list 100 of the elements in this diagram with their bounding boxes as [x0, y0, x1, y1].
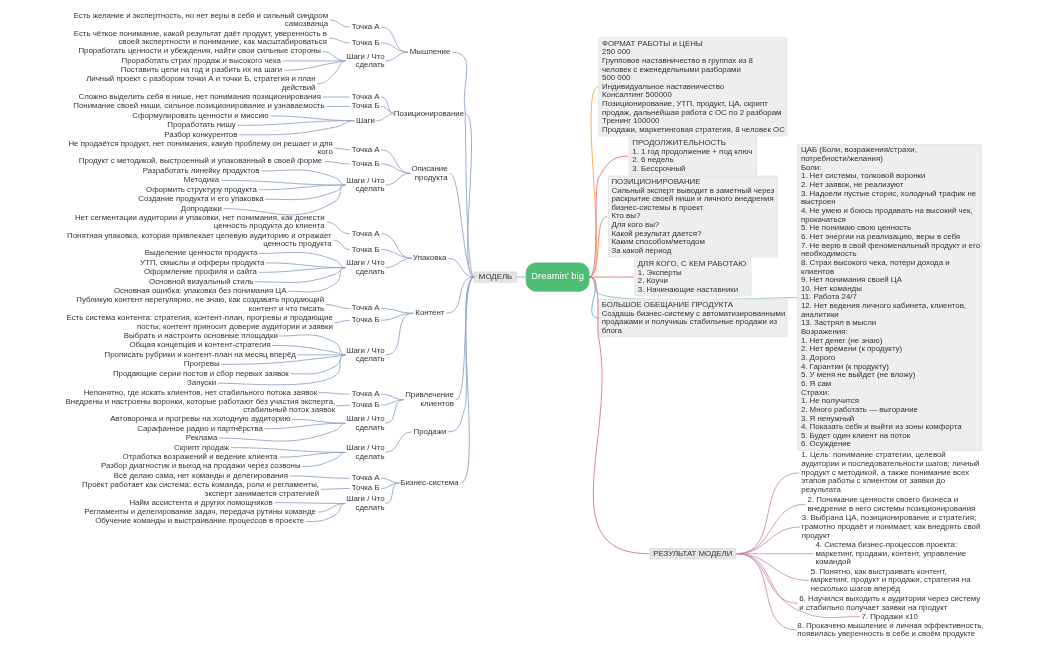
node-text: Прогревы — [183, 359, 220, 369]
node-text: Продажи — [413, 426, 447, 436]
connector — [380, 106, 396, 114]
node-text: Шаги — [356, 115, 375, 125]
connector — [380, 233, 413, 259]
node-text: Не продаётся продукт, нет понимания, какую проблему он решает и для кого — [68, 138, 333, 157]
node-text: Шаги / Что сделать — [346, 442, 385, 461]
node-text: Точка А — [351, 389, 380, 399]
node-text: Понимание своей ниши, сильное позиционирование и узнаваемость — [73, 101, 325, 111]
connector — [588, 276, 650, 555]
connector — [258, 251, 346, 269]
connector — [278, 334, 346, 356]
node-text: Точка Б — [351, 101, 380, 111]
node-text: Обучение команды и выстраивание процессов в проекте — [95, 516, 305, 526]
connector — [326, 106, 351, 107]
connector — [380, 308, 414, 314]
node-text: Выделение ценности продукта — [144, 248, 258, 258]
node-text: Всё делаю сама, нет команды и делегирования — [113, 470, 289, 480]
node-text: Продающие серии постов и сбор первых заявок — [112, 368, 289, 378]
connector — [445, 276, 475, 314]
node-text: Проработать ценности и убеждения, найти свои сильные стороны — [78, 46, 322, 56]
connector — [385, 172, 411, 186]
node-text: 7. Продажи х10 — [861, 611, 918, 621]
connector — [323, 161, 351, 165]
connector — [380, 477, 400, 484]
connector — [238, 120, 355, 136]
connector — [258, 267, 346, 273]
connector — [380, 26, 409, 53]
connector — [305, 503, 346, 522]
node-text: Оформление профиля и сайта — [143, 267, 257, 277]
node-text: Есть желание и экспертность, но нет веры в себя и сильный синдром самозванца — [73, 10, 329, 29]
node-box: ЦАБ (Боли, возражения/страхи, потребности/желания) Боли: 1. Нет системы, толковой воронки 2. Нет заявок, не реализуют 3. Надоели пустые сторис, холодный трафик не выстроен 4. Не умею и боюсь продавать на высокий чек, прокачаться 5. Не понимаю свою ценность 6. Нет энергии на реализацию, веры в себя 7. Не верю в свой феноменальный продукт и его необходимость 8. Страх высокого чека, потери дохода и клиентов 9. Нет понимания своей ЦА 10. Нет команды 11. Работа 24/7 12. Нет ведения личного кабинета, клиентов, аналитики 13. Застрял в мысли Возражения: 1. Нет денег (не знаю) 2. Нет времени (к продукту) 3. Дорого 4. Гарантии (к продукту) 5. У меня не выйдет (не вложу) 6. Я сам Страхи: 1. Не получится 2. Много работать — выгорание 3. Я ненужный 4. Показать себя и выйти из зоны комфорта 5. Будет один клиент на поток 6. Осуждение — [797, 144, 983, 451]
node-text: Позиционирование — [393, 108, 465, 118]
node-text: 2. Понимание ценности своего бизнеса и внедрение в него системы позиционирования — [807, 494, 976, 513]
connector — [254, 267, 346, 283]
node-text: Внедрены и настроены воронки, которые работают без участия эксперта, стабильный поток заявок — [65, 396, 336, 415]
node-text: Шаги / Что сделать — [346, 413, 385, 432]
node-text: Есть чёткое понимание, какой результат даёт продукт, уверенность в своей экспертности и понимание, как масштабироваться — [73, 28, 327, 47]
node-box: ДЛЯ КОГО, С КЕМ РАБОТАЮ 1. Эксперты 2. Коучи 3. Начинающие наставники — [634, 257, 752, 297]
connector — [289, 475, 351, 479]
node-text: Точка Б — [351, 158, 380, 168]
connector — [447, 257, 475, 278]
connector — [322, 96, 351, 98]
connector — [380, 149, 411, 174]
node-text: Точка Б — [351, 400, 380, 410]
connector — [333, 239, 351, 250]
connector — [451, 51, 475, 278]
node-box: ПОЗИЦИОНИРОВАНИЕ Сильный эксперт выводит в заметный через раскрытие своей ниши и личного внедрения бизнес-системы в проект Кто вы? Для кого вы? Какой результат дается? Каким способом/методом За какой период — [607, 175, 778, 258]
connector — [217, 354, 346, 386]
node-text: Точка А — [351, 92, 380, 102]
node-text: Регламенты и делегирование задач, передача рутины команде — [84, 507, 316, 517]
node-text: Есть система контента: стратегия, контент-план, прогревы и продающие посты; контент приносит доверие аудитории и заявки — [66, 313, 333, 331]
connector — [447, 276, 475, 433]
node-text: Мышление — [409, 47, 451, 57]
node-text: Автоворонка и прогревы на холодную аудиторию — [110, 414, 291, 424]
node-text: 8. Прокачено мышление и личная эффективность, появилась уверенность в себе и своём продукте — [797, 620, 984, 639]
node-box: ФОРМАТ РАБОТЫ и ЦЕНЫ 250 000 Групповое наставничество в группах из 8 человек с еженедельными разборами 500 000 Индивидуальное наставничество Консалтинг 500000 Позиционирование, УТП, продукт, ЦА, скрипт продаж, дальнейшая работа с ОС по 2 разборам Тренинг 100000 Продажи, маркетинговая стратегия, 8 человек ОС — [598, 37, 788, 137]
connector — [516, 276, 527, 278]
node-text: Запуски — [187, 378, 217, 388]
node-text: Создание продукта и его упаковка — [138, 194, 264, 204]
node-text: Отработка возражений и ведение клиента — [122, 452, 278, 462]
node-text: Точка А — [351, 228, 380, 238]
node-text: Точка Б — [351, 37, 380, 47]
connector — [333, 319, 351, 324]
connector — [588, 155, 629, 278]
node-text: Точка А — [351, 144, 380, 154]
node-text: Разработать линейку продуктов — [142, 165, 260, 175]
connector — [385, 257, 413, 269]
node-text: Шаги / Что сделать — [346, 51, 385, 70]
node-text: Точка А — [351, 303, 380, 313]
connector — [320, 488, 351, 490]
node-text: Личный проект с разбором точки А и точки Б, стратегия и план действий — [86, 74, 316, 92]
connector — [385, 482, 400, 504]
node-text: Скрипт продаж — [174, 442, 230, 452]
node-text: Проработать нишу — [167, 120, 236, 130]
node-text: Шаги / Что сделать — [346, 345, 385, 364]
connector — [333, 147, 351, 151]
node-text: Найм ассистента и других помощников — [129, 497, 273, 507]
connector — [588, 216, 608, 278]
connector — [260, 169, 346, 186]
node-text: Допродажи — [180, 203, 222, 213]
node-text: Основная ошибка: упаковка без понимания ЦА — [113, 286, 287, 296]
connector — [283, 60, 346, 71]
connector — [289, 354, 346, 375]
node-text: Точка Б — [351, 244, 380, 254]
node-text: Прописать рубрики и контент-план на месяц вперёд — [104, 349, 296, 359]
connector — [376, 113, 396, 122]
connector — [588, 276, 635, 278]
connector — [380, 163, 411, 174]
connector — [385, 312, 414, 356]
node-text: 4. Система бизнес-процессов проекта: маркетинг, продажи, контент, управление командой — [815, 540, 967, 567]
connector — [449, 172, 475, 278]
node-text: Продукт с методикой, выстроенный и упакованный в своей форме — [78, 156, 323, 166]
node-text: Точка Б — [351, 483, 380, 493]
node-text: Точка Б — [351, 315, 380, 325]
connector — [385, 51, 409, 62]
connector — [218, 422, 346, 442]
node-text: Оформить структуру продукта — [146, 184, 257, 194]
node-text: Описание продукта — [411, 163, 448, 182]
node-text: Проработать страх продаж и высокого чека — [121, 55, 281, 65]
